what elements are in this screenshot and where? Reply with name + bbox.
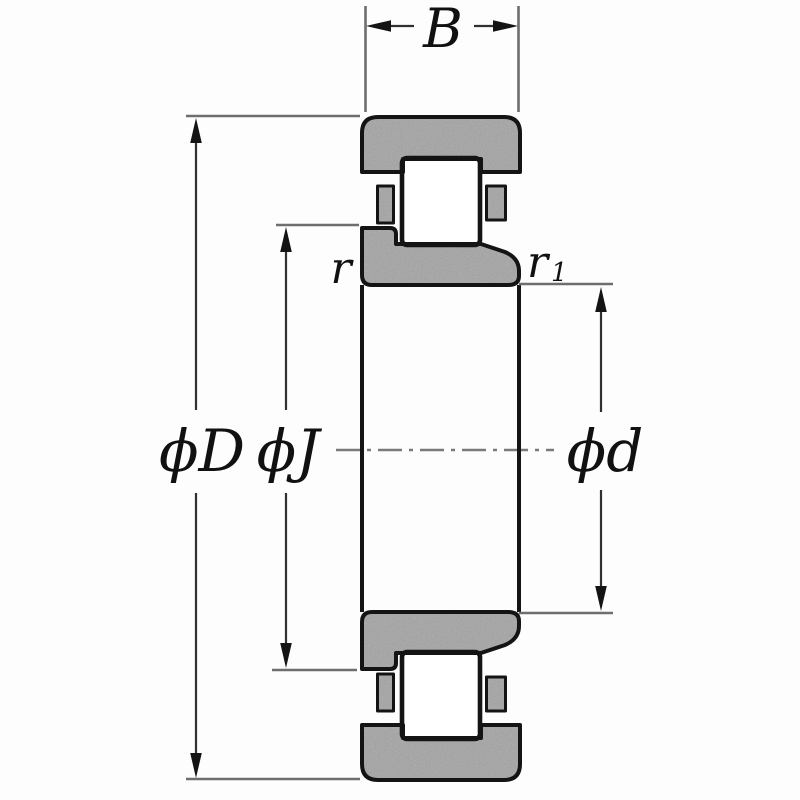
cage-bar-bottom-right [486, 677, 506, 711]
arrowhead-B-right [493, 20, 518, 32]
label-rib-diameter-phiJ: ϕJ [257, 417, 323, 485]
arrowhead-phiD-bottom [190, 753, 202, 778]
cage-bar-top-right [486, 186, 506, 220]
label-bore-diameter-phid: ϕd [567, 417, 644, 485]
label-chamfer-r1-base: r [527, 237, 551, 288]
roller-top [402, 158, 480, 245]
arrowhead-B-left [366, 20, 391, 32]
label-width-B: B [422, 0, 463, 60]
label-chamfer-r1-subscript: 1 [551, 258, 568, 288]
label-chamfer-r: r [330, 243, 354, 294]
arrowhead-phid-bottom [595, 586, 607, 611]
cage-bar-top-left [377, 186, 394, 223]
dimension-phiD: ϕD [159, 114, 360, 781]
dimension-phid: ϕd [519, 282, 644, 615]
cage-bar-bottom-left [377, 674, 394, 711]
arrowhead-phiD-top [190, 118, 202, 143]
arrowhead-phiJ-top [280, 227, 292, 252]
roller-bottom [402, 652, 480, 739]
dimension-phiJ: ϕJ [257, 223, 359, 672]
label-outer-diameter-phiD: ϕD [159, 417, 245, 485]
arrowhead-phid-top [595, 287, 607, 312]
arrowhead-phiJ-bottom [280, 643, 292, 668]
dimension-B: B [364, 0, 520, 112]
